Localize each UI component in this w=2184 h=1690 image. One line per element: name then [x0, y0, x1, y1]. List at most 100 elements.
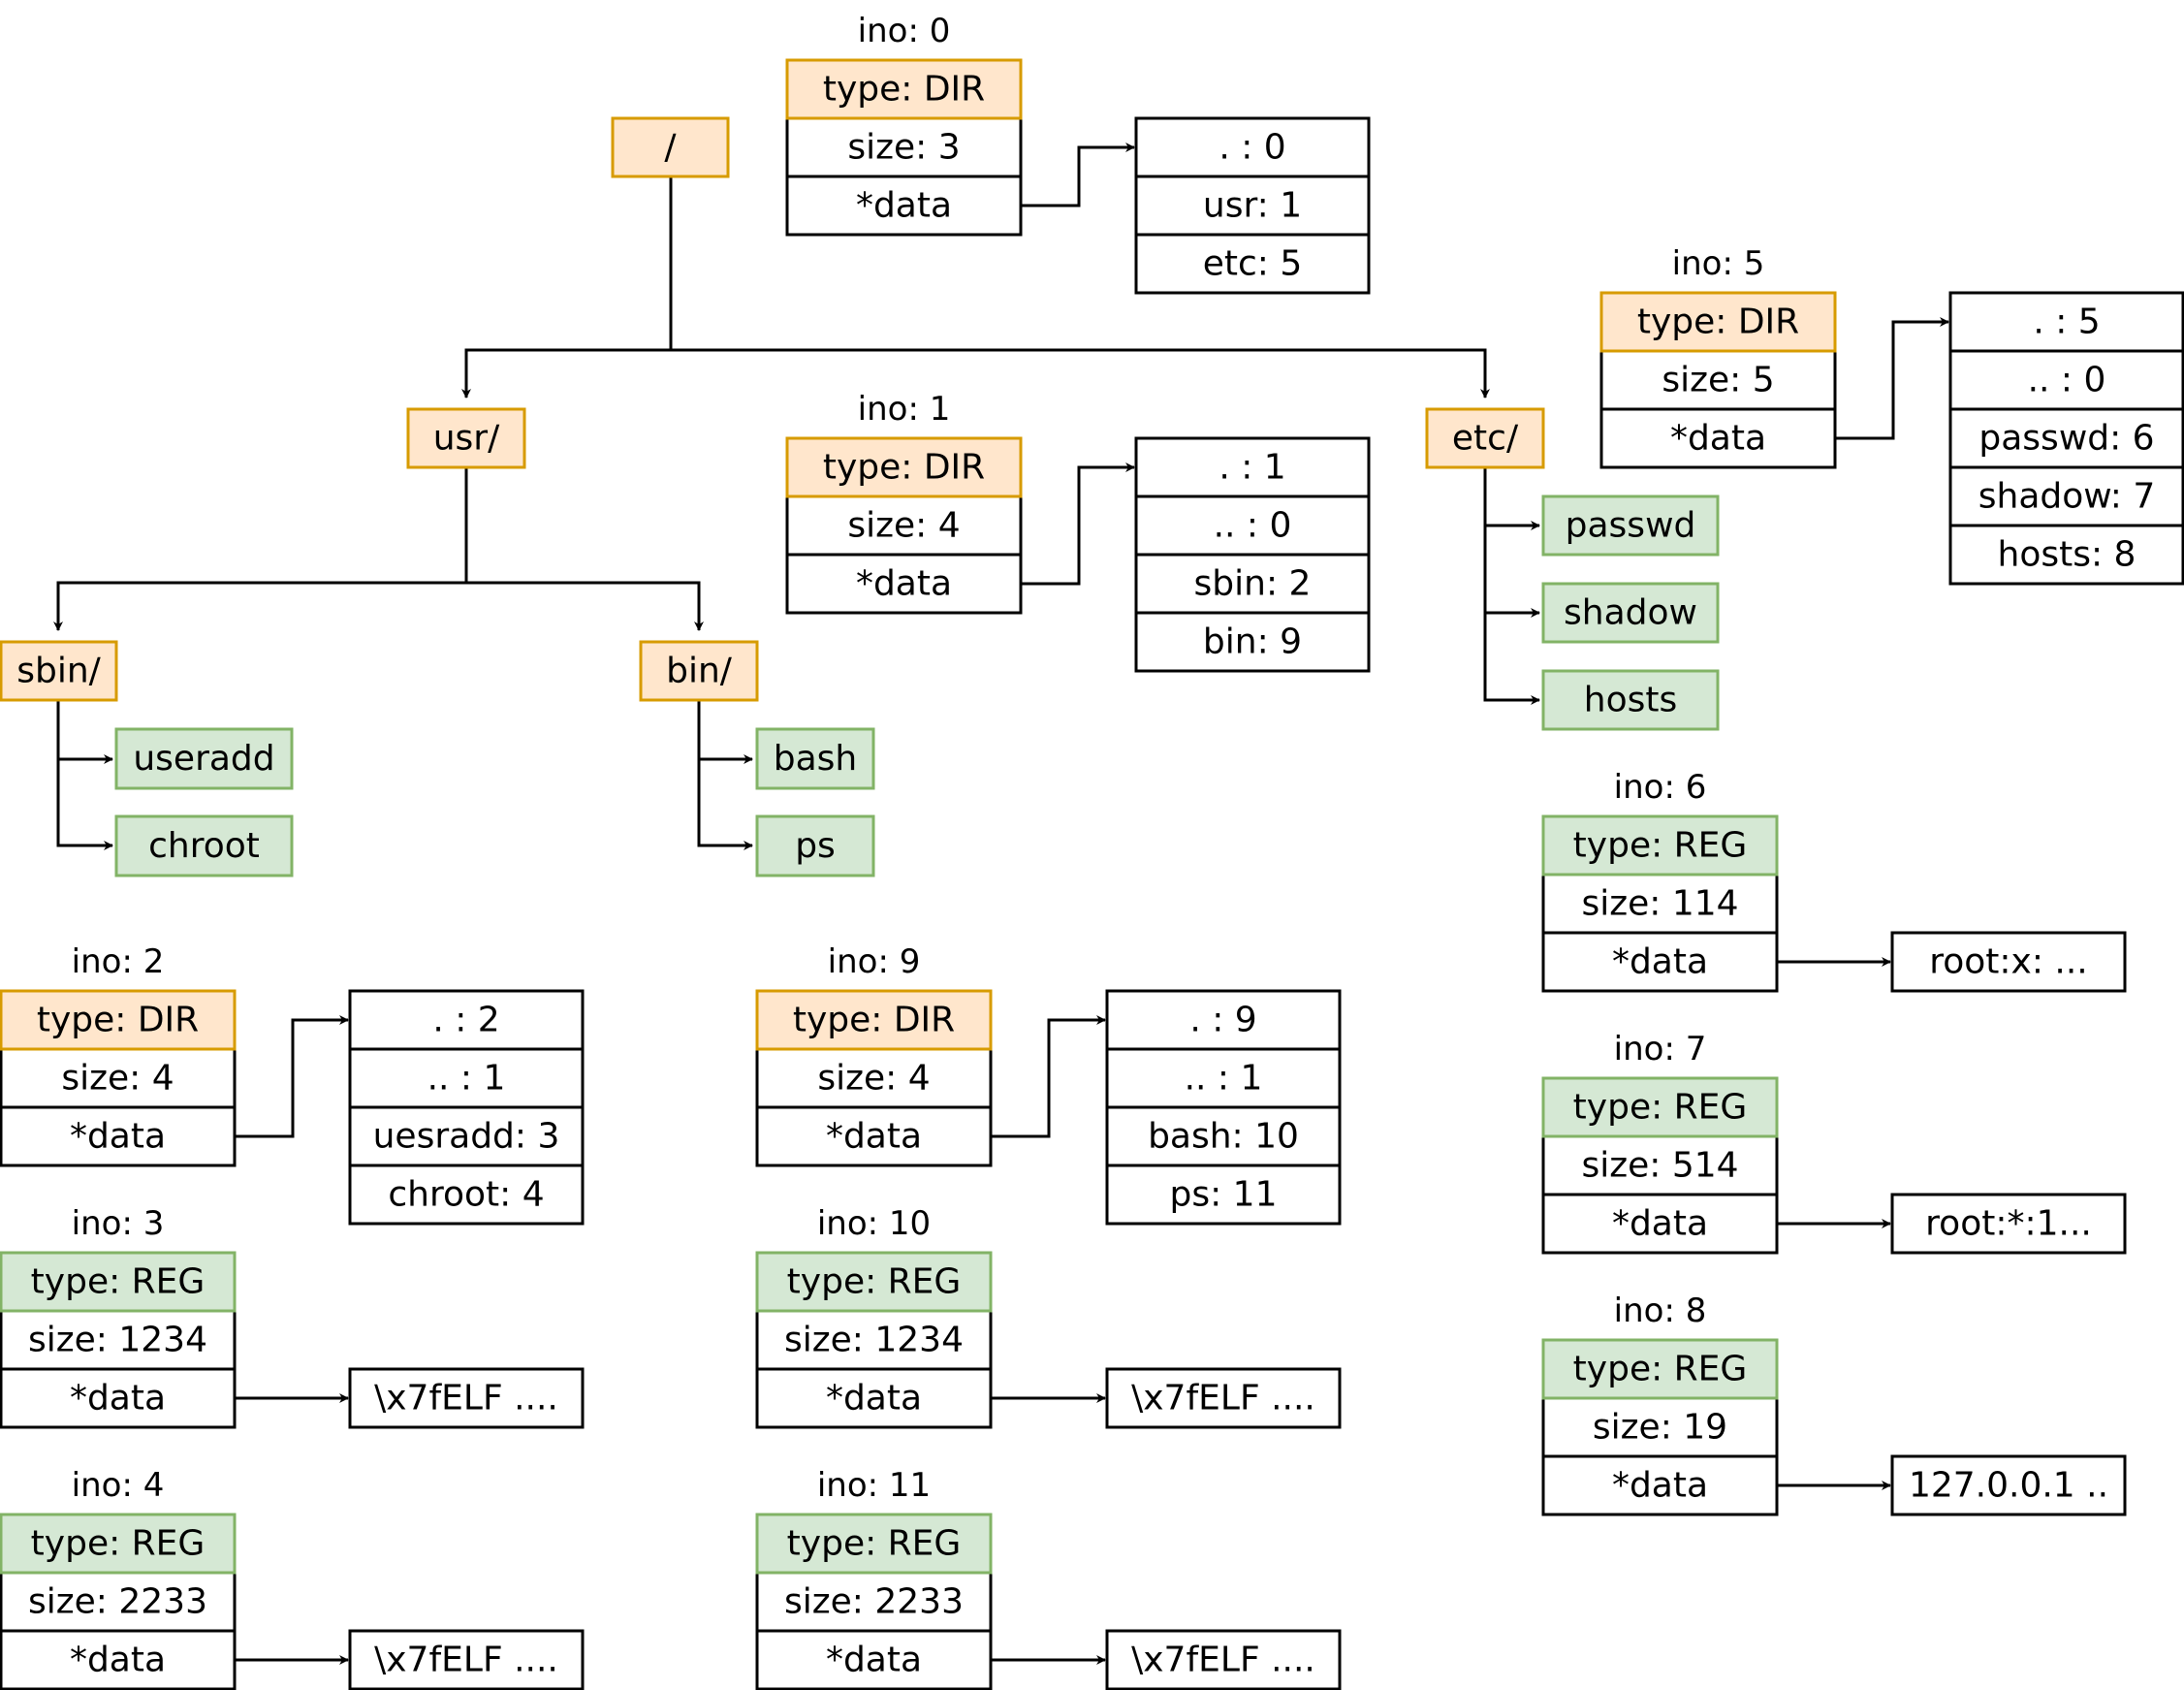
inode-data-pointer-cell: *data: [856, 186, 952, 226]
data-block: root:x: ...: [1890, 931, 2127, 993]
inode-label: ino: 7: [1614, 1030, 1707, 1068]
node-sbin: sbin/: [0, 640, 118, 702]
inode-data-pointer-cell-bg: [755, 1629, 993, 1690]
inode-size-cell-bg: [1541, 873, 1779, 935]
inode-type-cell-border: [755, 1513, 993, 1575]
inode-size-cell-bg: [785, 116, 1023, 178]
data-block-cell-bg: [1105, 1164, 1342, 1226]
data-block-entry: . : 2: [432, 1001, 499, 1040]
data-block-entry: bin: 9: [1203, 622, 1302, 662]
data-block-cell-bg: [1890, 931, 2127, 993]
connector-bin-ps: [697, 759, 753, 850]
inode-type-cell-border: [1541, 814, 1779, 877]
node-shadow: shadow: [1541, 582, 1720, 644]
inode-data-pointer-cell-bg: [755, 1367, 993, 1429]
inode-label: ino: 2: [72, 942, 165, 981]
data-block-entry: .. : 0: [2028, 361, 2106, 400]
connector-usr-bin: [466, 581, 704, 631]
inode-data-pointer-cell-bg: [0, 1105, 237, 1167]
inode-label: ino: 8: [1614, 1291, 1707, 1330]
inode-data-pointer-cell-bg: [1541, 931, 1779, 993]
node-useradd-label: useradd: [133, 739, 274, 779]
inode-size-cell: size: 3: [847, 128, 960, 168]
data-block-cell-bg: [1948, 407, 2184, 469]
inode-type-cell-border: [1599, 291, 1837, 353]
inode-type-cell: type: REG: [31, 1524, 206, 1564]
inode-size-cell: size: 4: [817, 1059, 930, 1099]
inode-type-cell: type: REG: [787, 1524, 962, 1564]
node-sbin-label: sbin/: [16, 652, 101, 691]
inode-label: ino: 5: [1672, 244, 1765, 283]
node-etc: etc/: [1425, 407, 1545, 469]
data-block-cell-bg: [1105, 1047, 1342, 1109]
data-block-entry: passwd: 6: [1978, 419, 2154, 459]
inode-type-cell: type: DIR: [823, 70, 985, 110]
data-block-cell-bg: [1134, 233, 1371, 295]
data-block: \x7fELF ....: [348, 1367, 585, 1429]
data-pointer-arrow: [991, 1015, 1106, 1138]
inode-type-cell: type: DIR: [793, 1001, 955, 1040]
inode-data-pointer-cell-bg: [0, 1629, 237, 1690]
inode-type-cell: type: REG: [1573, 1350, 1748, 1389]
data-block-entry: chroot: 4: [388, 1175, 544, 1215]
data-block-entry: sbin: 2: [1194, 564, 1312, 604]
inode-type-cell-border: [1541, 1338, 1779, 1400]
data-block-cell-bg: [1948, 291, 2184, 353]
inode-data-pointer-cell: *data: [1670, 419, 1766, 459]
data-block-entry: .. : 1: [1185, 1059, 1263, 1099]
inode-data-pointer-cell: *data: [826, 1117, 922, 1157]
node-passwd: passwd: [1541, 494, 1720, 557]
data-block: \x7fELF ....: [1105, 1629, 1342, 1690]
inode-size-cell: size: 4: [61, 1059, 174, 1099]
data-block-entry: \x7fELF ....: [374, 1379, 558, 1419]
data-block-cell-bg: [1890, 1193, 2127, 1255]
data-block-entry: \x7fELF ....: [374, 1641, 558, 1680]
node-shadow-label: shadow: [1564, 593, 1697, 633]
data-block-entry: shadow: 7: [1978, 477, 2155, 517]
inode-type-cell-border: [0, 1251, 237, 1313]
inode-size-cell-bg: [1541, 1134, 1779, 1196]
inode-size-cell: size: 2233: [784, 1582, 964, 1622]
node-etc-label: etc/: [1452, 419, 1519, 459]
data-block-cell-bg: [1134, 611, 1371, 673]
data-block-entry: .. : 1: [427, 1059, 506, 1099]
connector-sbin-chroot: [56, 759, 113, 850]
data-block-entry: 127.0.0.1 ..: [1909, 1466, 2108, 1506]
inode-size-cell: size: 2233: [28, 1582, 207, 1622]
data-block-cell-bg: [348, 1629, 585, 1690]
data-block-cell-bg: [1948, 349, 2184, 411]
inode-size-cell: size: 514: [1581, 1146, 1738, 1186]
inode-size-cell: size: 1234: [784, 1321, 964, 1360]
data-block-cell-bg: [1134, 494, 1371, 557]
node-hosts: hosts: [1541, 669, 1720, 731]
inode-data-pointer-cell-bg: [785, 175, 1023, 237]
data-block-cell-bg: [348, 1047, 585, 1109]
data-block-entry: hosts: 8: [1998, 535, 2137, 575]
inode-data-pointer-cell-bg: [0, 1367, 237, 1429]
data-block-entry: \x7fELF ....: [1131, 1379, 1315, 1419]
inode-size-cell: size: 114: [1581, 884, 1738, 924]
tree-connectors: [53, 176, 1540, 850]
inode-size-cell: size: 5: [1662, 361, 1774, 400]
inode-label: ino: 0: [858, 12, 951, 50]
inode-label: ino: 6: [1614, 768, 1707, 807]
node-hosts-label: hosts: [1584, 681, 1677, 720]
inode-type-cell: type: REG: [1573, 1088, 1748, 1128]
node-ps-label: ps: [795, 826, 836, 866]
data-pointer-arrow: [1021, 143, 1135, 207]
inode-data-pointer-cell: *data: [1612, 942, 1708, 982]
connector-root-etc: [671, 348, 1490, 399]
